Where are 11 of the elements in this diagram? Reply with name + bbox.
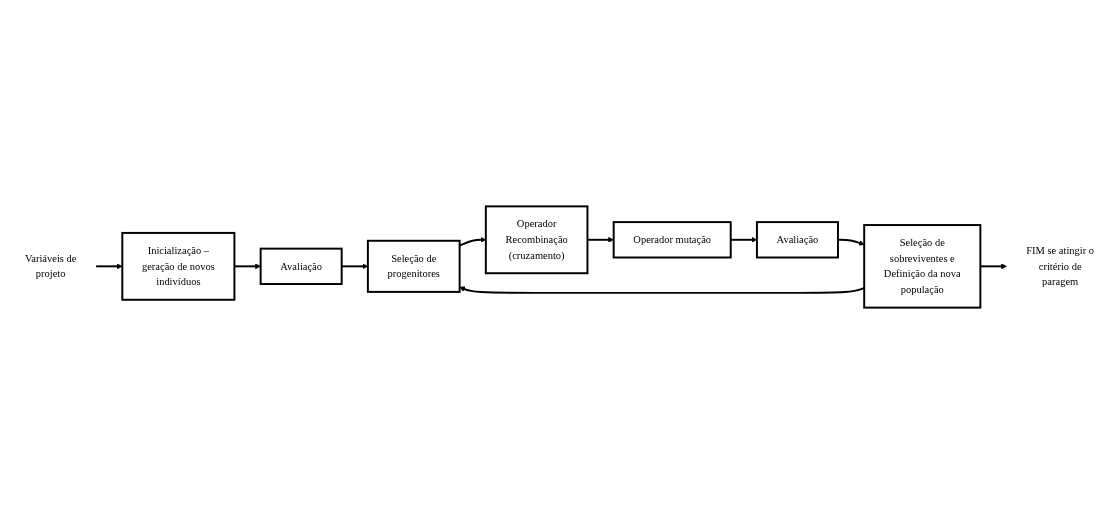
arrow	[837, 238, 865, 246]
node-text: FIM se atingir o critério de paragem	[1026, 244, 1095, 288]
node-box: Avaliação	[755, 221, 839, 259]
node-box: Seleção de sobreviventes e Definição da nova população	[863, 224, 982, 309]
node-box: Inicialização – geração de novos indivíduos	[121, 231, 236, 301]
node-box: Operador Recombinação (cruzamento)	[484, 205, 589, 275]
node-box: Operador mutação	[612, 221, 732, 259]
node-text: Variáveis de projeto	[24, 252, 77, 280]
node-box: Avaliação	[259, 247, 343, 285]
node-box: Seleção de progenitores	[366, 239, 461, 293]
arrow	[95, 263, 123, 270]
